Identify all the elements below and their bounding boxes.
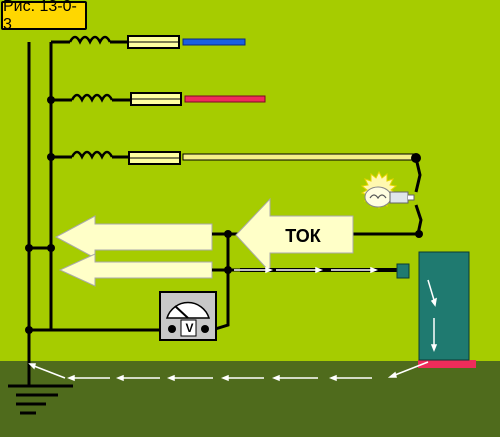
ground-symbol-icon [8, 384, 73, 415]
phase-wire-blue [182, 38, 246, 46]
current-label: ТОК [285, 225, 321, 246]
arrow-icon [54, 215, 213, 287]
voltmeter-symbol: V [185, 321, 194, 335]
equipment-case [418, 251, 476, 368]
phase-wire-yellow [182, 153, 417, 161]
ground-area [0, 361, 500, 437]
inductor-icon [68, 35, 112, 45]
phase-wire-red [184, 95, 266, 103]
lamp-icon [360, 170, 415, 210]
voltmeter-icon [159, 291, 217, 341]
arrow-icon [234, 266, 379, 274]
fuse-icon [128, 151, 181, 165]
fuse-icon [127, 35, 180, 49]
arrow-icon [427, 279, 438, 353]
figure-label: Рис. 13-0-3 [1, 0, 87, 33]
fuse-icon [130, 92, 182, 106]
ground-arrows [28, 361, 429, 382]
current-arrow-icon [235, 197, 354, 274]
inductor-icon [70, 150, 114, 160]
inductor-icon [70, 93, 114, 103]
